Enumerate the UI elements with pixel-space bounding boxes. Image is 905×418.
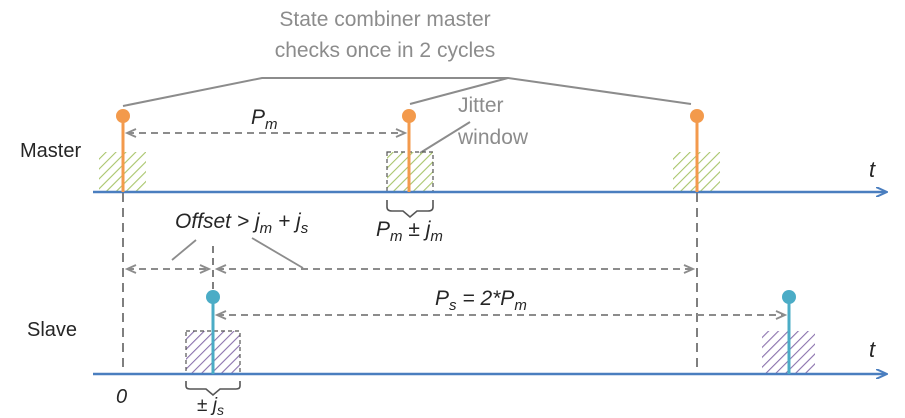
master-axis-t-label: t [869, 157, 876, 182]
slave-jitter-label: ± js [197, 395, 224, 418]
origin-label: 0 [116, 386, 127, 408]
master-row-label: Master [20, 140, 81, 162]
annotation-callout-middle [409, 77, 509, 105]
annotation-callout-line [122, 77, 692, 107]
slave-jitter-bracket [185, 381, 241, 397]
master-jitter-label: Pm ± jm [376, 218, 443, 245]
annotation-line1: State combiner master [279, 8, 490, 31]
master-pulse-2-head [402, 109, 416, 123]
offset-label: Offset > jm + js [175, 210, 309, 237]
master-pulse-3-head [690, 109, 704, 123]
master-period-label: Pm [251, 106, 278, 133]
slave-axis-t-label: t [869, 337, 876, 362]
slave-pulse-1-head [206, 290, 220, 304]
master-pulse-1-head [116, 109, 130, 123]
annotation-line2: checks once in 2 cycles [275, 39, 496, 62]
jitter-label-line1: Jitter [458, 94, 504, 117]
jitter-label-pointer [419, 121, 471, 154]
jitter-label-line2: window [457, 126, 529, 149]
slave-period-label: Ps = 2*Pm [435, 287, 527, 314]
slave-pulse-2-head [782, 290, 796, 304]
slave-row-label: Slave [27, 319, 77, 341]
master-jitter-bracket [386, 200, 434, 219]
offset-pointer-right [251, 237, 304, 269]
offset-pointer-left [171, 239, 197, 261]
